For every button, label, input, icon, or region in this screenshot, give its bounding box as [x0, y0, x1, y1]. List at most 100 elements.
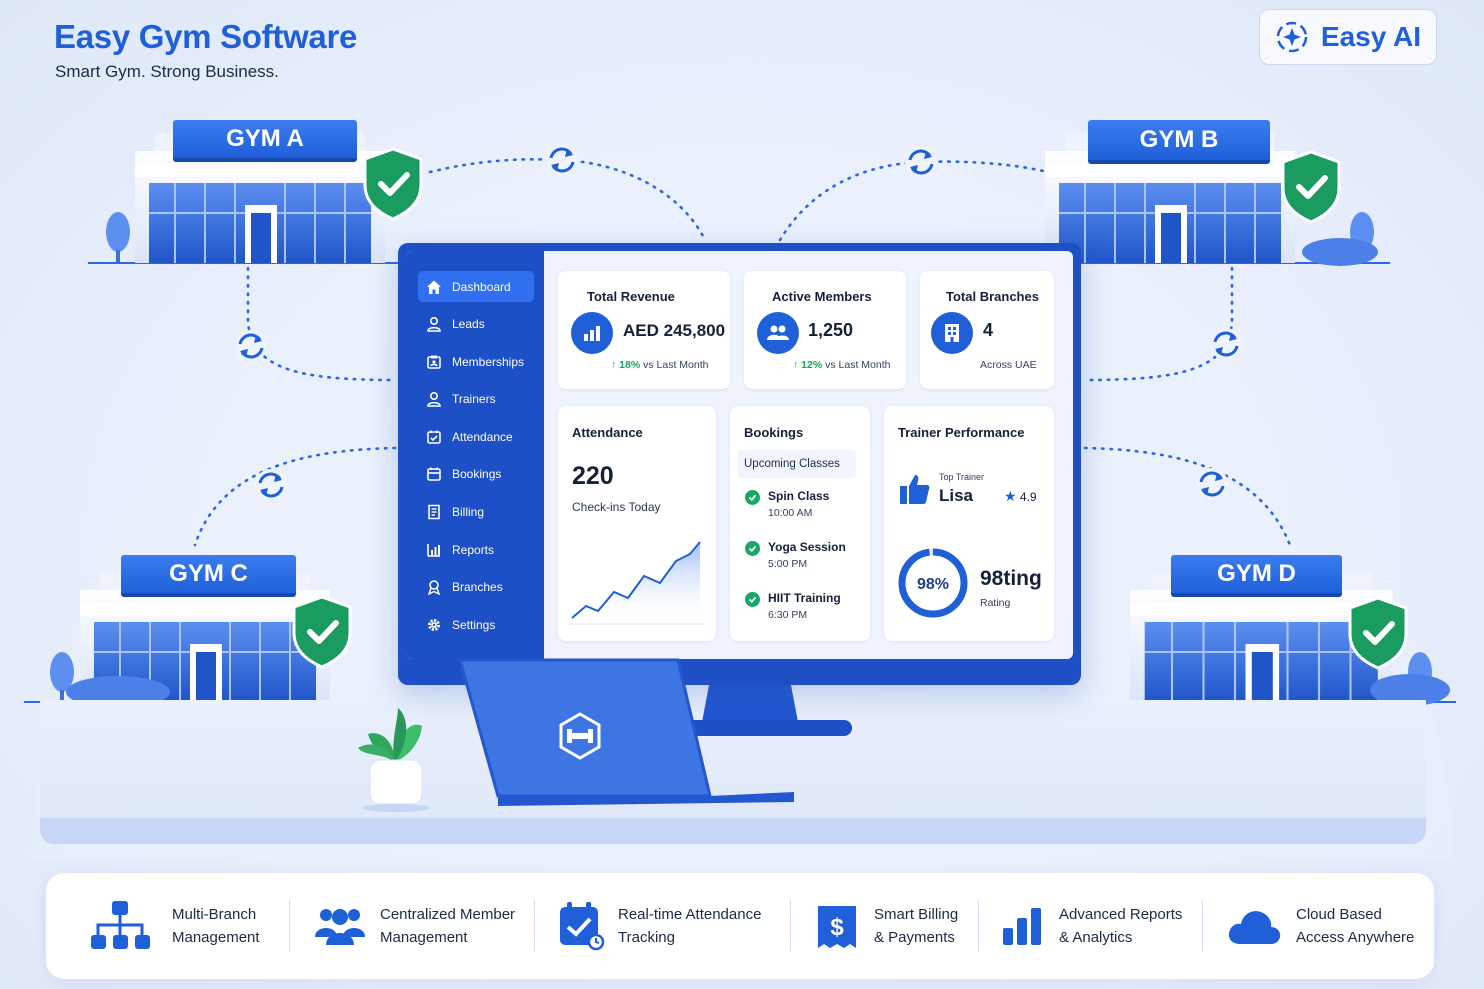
revenue-change: ↑ 18% vs Last Month	[611, 359, 708, 371]
class-time: 10:00 AM	[768, 507, 813, 519]
trainer-rating: ★ 4.9	[1004, 488, 1037, 505]
rating-ring: 98%	[898, 548, 968, 618]
sidebar-item-label: Trainers	[452, 392, 496, 407]
feature-line2: Tracking	[618, 929, 675, 946]
branches-card[interactable]: Total Branches 4 Across UAE	[920, 271, 1054, 389]
feature-bar: Multi-Branch Management Centralized Memb…	[46, 873, 1434, 979]
divider	[534, 900, 535, 952]
feature-multi-branch: Multi-Branch Management	[90, 873, 260, 979]
svg-text:$: $	[830, 914, 844, 941]
revenue-change-value: ↑ 18%	[611, 359, 641, 371]
feature-line1: Multi-Branch	[172, 906, 257, 923]
divider	[978, 900, 979, 952]
divider	[1202, 900, 1203, 952]
laptop	[458, 658, 794, 806]
class-name: Yoga Session	[768, 540, 846, 554]
rating-big-value: 98ting	[980, 567, 1042, 590]
easy-ai-button[interactable]: Easy AI	[1259, 9, 1437, 65]
sidebar-item-billing[interactable]: Billing	[418, 497, 534, 528]
sidebar-item-trainers[interactable]: Trainers	[418, 384, 534, 415]
sidebar-item-settings[interactable]: Settings	[418, 609, 534, 640]
bookings-card[interactable]: Bookings Upcoming Classes Spin Class 10:…	[730, 406, 870, 641]
sidebar-item-memberships[interactable]: Memberships	[418, 346, 534, 377]
sidebar-item-label: Branches	[452, 580, 503, 595]
top-trainer-label: Top Trainer	[939, 472, 985, 482]
rating-ring-arc	[898, 548, 968, 618]
id-card-icon	[427, 355, 441, 369]
rating-ring-value: 98%	[917, 576, 949, 593]
feature-cloud: Cloud Based Access Anywhere	[1226, 873, 1414, 979]
members-card[interactable]: Active Members 1,250 ↑ 12% vs Last Month	[744, 271, 906, 389]
check-icon	[745, 541, 760, 556]
members-change-value: ↑ 12%	[793, 359, 823, 371]
trainer-card[interactable]: Trainer Performance Top Trainer Lisa ★ 4…	[884, 406, 1054, 641]
building-icon	[931, 312, 973, 354]
members-change: ↑ 12% vs Last Month	[793, 359, 890, 371]
gym-c-label: GYM C	[121, 555, 296, 593]
sidebar-item-label: Settings	[452, 617, 496, 632]
desk-edge	[40, 818, 1426, 844]
cloud-icon	[1228, 911, 1281, 944]
upcoming-header: Upcoming Classes	[738, 450, 856, 478]
monitor-stand	[680, 680, 852, 736]
receipt-icon	[428, 504, 440, 520]
sidebar-item-dashboard[interactable]: Dashboard	[418, 271, 534, 302]
sidebar-item-label: Billing	[452, 505, 485, 520]
revenue-change-note: vs Last Month	[643, 359, 709, 371]
trainer-icon	[427, 392, 441, 408]
sidebar-item-label: Dashboard	[452, 279, 511, 294]
top-trainer-name: Lisa	[939, 486, 974, 505]
sidebar-item-label: Leads	[452, 317, 485, 332]
dashboard-screen: Dashboard Leads Memberships Trainers Att…	[406, 251, 1073, 659]
gym-d-label: GYM D	[1171, 555, 1342, 593]
tagline: Smart Gym. Strong Business.	[55, 62, 279, 81]
class-name: HIIT Training	[768, 591, 841, 605]
class-name: Spin Class	[768, 489, 830, 503]
sidebar-item-label: Attendance	[452, 429, 513, 444]
page-title: Easy Gym Software	[54, 18, 358, 55]
revenue-card[interactable]: Total Revenue AED 245,800 ↑ 18% vs Last …	[558, 271, 730, 389]
gym-a-label: GYM A	[173, 120, 357, 158]
sidebar-item-label: Reports	[452, 542, 495, 557]
sidebar-item-label: Memberships	[452, 354, 525, 369]
trainer-rating-value: 4.9	[1019, 490, 1037, 504]
members-change-note: vs Last Month	[825, 359, 891, 371]
sidebar-item-attendance[interactable]: Attendance	[418, 421, 534, 452]
attendance-sparkline	[570, 541, 704, 625]
attendance-label: Check-ins Today	[572, 500, 661, 514]
calendar-check-icon	[427, 430, 441, 444]
feature-line2: & Payments	[874, 929, 955, 946]
branches-value: 4	[983, 320, 994, 340]
calendar-check-icon	[560, 902, 605, 951]
gear-icon	[428, 618, 440, 631]
feature-member-management: Centralized Member Management	[314, 873, 515, 979]
feature-billing: $ Smart Billing & Payments	[816, 873, 958, 979]
feature-line2: Management	[172, 929, 260, 946]
star-icon: ★	[1004, 488, 1017, 504]
divider	[289, 900, 290, 952]
easy-ai-label: Easy AI	[1320, 21, 1422, 52]
feature-line2: Management	[380, 929, 468, 946]
calendar-icon	[427, 467, 441, 482]
check-icon	[745, 592, 760, 607]
sidebar-item-branches[interactable]: Branches	[418, 572, 534, 603]
members-value: 1,250	[808, 320, 854, 340]
revenue-value: AED 245,800	[623, 321, 726, 340]
branches-note: Across UAE	[980, 359, 1037, 371]
class-time: 6:30 PM	[768, 609, 808, 621]
sidebar: Dashboard Leads Memberships Trainers Att…	[406, 251, 544, 659]
trainer-title: Trainer Performance	[898, 425, 1025, 440]
feature-attendance-tracking: Real-time Attendance Tracking	[558, 873, 761, 979]
bar-chart-icon	[427, 543, 440, 557]
sidebar-item-label: Bookings	[452, 467, 502, 482]
class-time: 5:00 PM	[768, 558, 808, 570]
attendance-card[interactable]: Attendance 220 Check-ins Today	[558, 406, 716, 641]
sidebar-item-leads[interactable]: Leads	[418, 309, 534, 340]
feature-line1: Smart Billing	[874, 906, 959, 923]
sidebar-item-reports[interactable]: Reports	[418, 534, 534, 565]
bookings-title: Bookings	[744, 425, 804, 440]
branch-icon	[427, 580, 441, 596]
feature-line2: Access Anywhere	[1296, 929, 1415, 946]
revenue-chart-icon	[571, 312, 613, 354]
sidebar-item-bookings[interactable]: Bookings	[418, 459, 534, 490]
